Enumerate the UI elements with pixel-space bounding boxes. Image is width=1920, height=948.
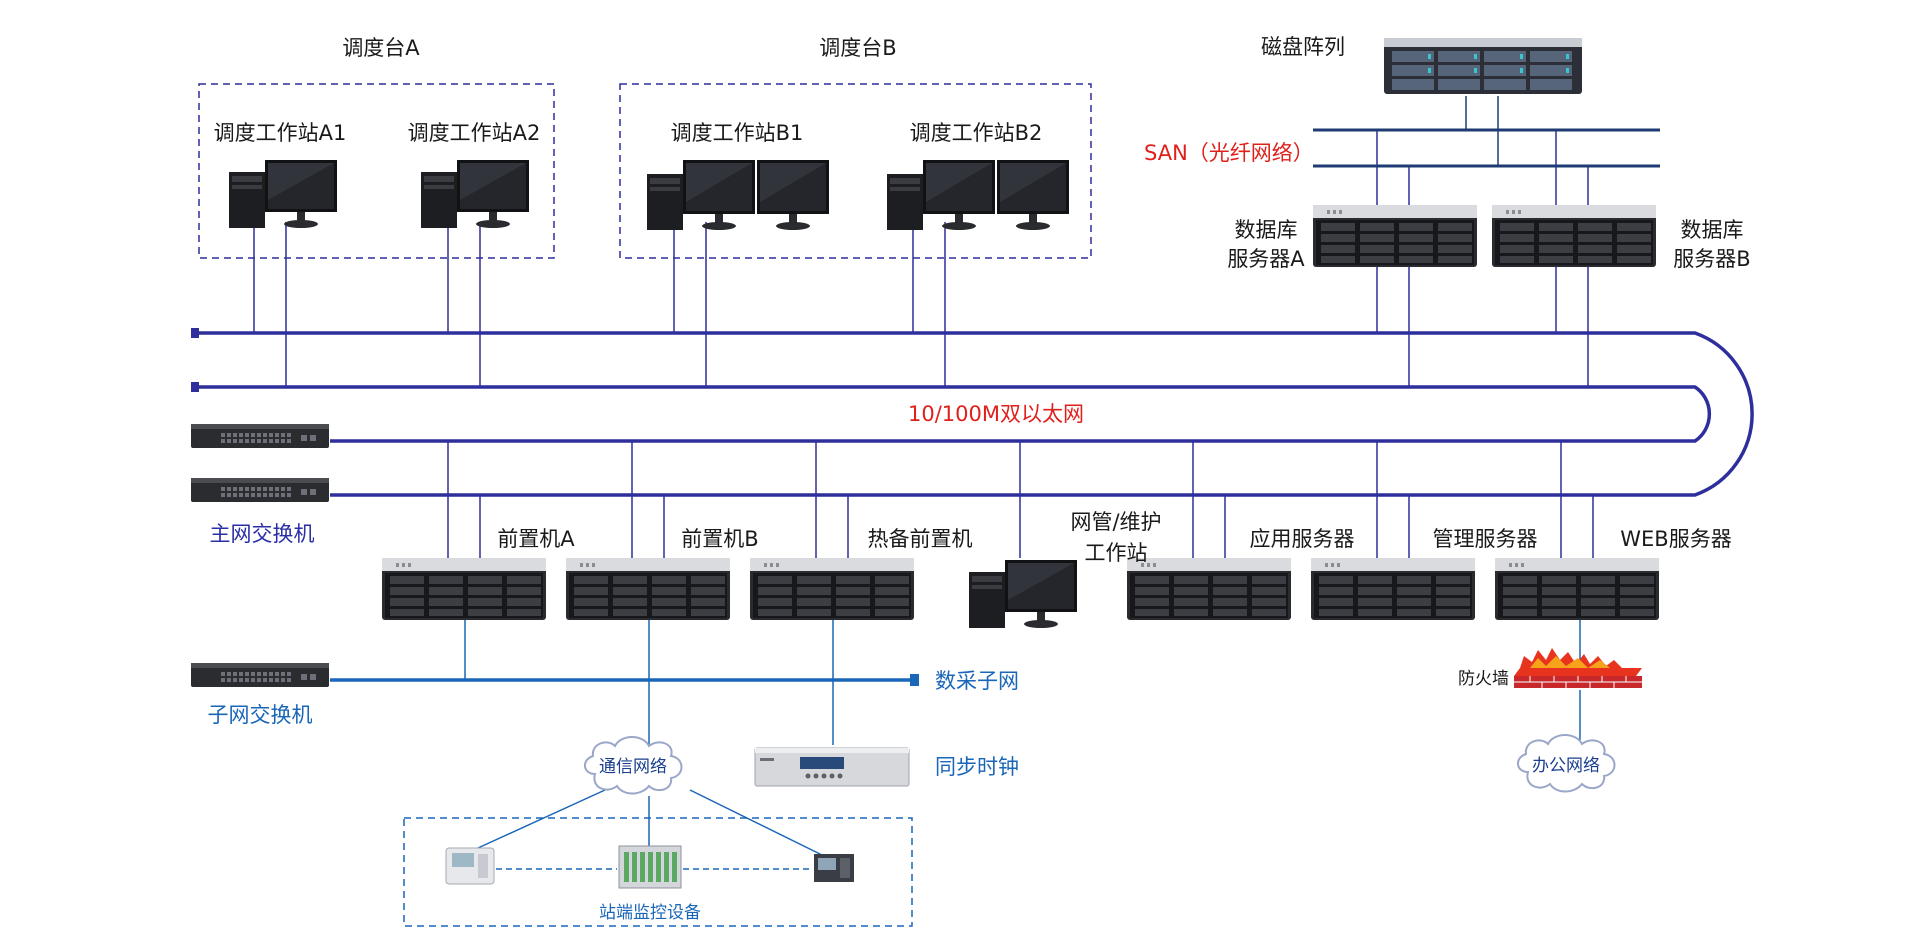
workstation-b1-icon (647, 160, 829, 230)
db-server-b-label-2: 服务器B (1673, 247, 1750, 271)
data-acquisition-subnet (330, 620, 1581, 870)
application-server-label: 应用服务器 (1250, 527, 1355, 551)
console-a-label: 调度台A (342, 36, 420, 60)
web-server-label: WEB服务器 (1620, 527, 1731, 551)
nms-label-1: 网管/维护 (1070, 510, 1161, 534)
station-relay-device-icon (445, 847, 495, 885)
workstation-a2-label: 调度工作站A2 (408, 121, 541, 145)
disk-array-label: 磁盘阵列 (1261, 35, 1345, 59)
workstation-a1-icon (229, 160, 337, 228)
san-label: SAN（光纤网络） (1144, 141, 1314, 165)
sub-switch-label: 子网交换机 (208, 703, 313, 727)
workstation-a1-label: 调度工作站A1 (214, 121, 347, 145)
data-subnet-label: 数采子网 (935, 669, 1019, 693)
sync-clock-icon (754, 747, 910, 787)
ethernet-label: 10/100M双以太网 (908, 402, 1084, 426)
disk-array-icon (1384, 38, 1582, 94)
workstation-b1-label: 调度工作站B1 (671, 121, 804, 145)
hot-standby-front-end-icon (750, 558, 914, 620)
station-devices-box (403, 817, 913, 927)
station-devices-label: 站端监控设备 (599, 903, 701, 923)
server-drops (447, 441, 1594, 558)
db-server-a-label-2: 服务器A (1227, 247, 1305, 271)
comm-network-label: 通信网络 (599, 757, 667, 777)
station-rack-device-icon (618, 845, 682, 889)
front-end-a-label: 前置机A (497, 527, 575, 551)
nms-workstation-icon (969, 560, 1077, 628)
station-meter-device-icon (814, 854, 854, 882)
console-b-label: 调度台B (819, 36, 896, 60)
console-b-box (619, 83, 1092, 259)
san-fiber-network (1313, 128, 1660, 168)
dual-ethernet-bus (195, 331, 1754, 497)
main-switch-1-icon (191, 424, 329, 448)
web-server-icon (1495, 558, 1659, 620)
firewall-label: 防火墙 (1458, 669, 1509, 689)
management-server-icon (1311, 558, 1475, 620)
disk-array-links (1465, 96, 1499, 166)
management-server-label: 管理服务器 (1433, 527, 1538, 551)
subnet-end (910, 674, 919, 686)
front-end-a-icon (382, 558, 546, 620)
workstation-a2-icon (421, 160, 529, 228)
sync-clock-label: 同步时钟 (935, 755, 1019, 779)
db-server-a-icon (1313, 205, 1477, 267)
db-server-b-icon (1492, 205, 1656, 267)
workstation-drops (253, 130, 1589, 387)
front-end-b-label: 前置机B (681, 527, 758, 551)
office-network-label: 办公网络 (1532, 756, 1600, 776)
sub-switch-icon (191, 663, 329, 687)
workstation-b2-icon (887, 160, 1069, 230)
db-server-a-label-1: 数据库 (1235, 218, 1298, 242)
front-end-b-icon (566, 558, 730, 620)
db-server-b-label-1: 数据库 (1681, 218, 1744, 242)
main-switch-label: 主网交换机 (210, 522, 315, 546)
hot-standby-label: 热备前置机 (868, 527, 973, 551)
bus-end-2 (191, 382, 199, 392)
main-switch-2-icon (191, 478, 329, 502)
nms-label-2: 工作站 (1085, 541, 1148, 565)
firewall-icon (1514, 648, 1642, 688)
bus-end-1 (191, 328, 199, 338)
workstation-b2-label: 调度工作站B2 (910, 121, 1043, 145)
application-server-icon (1127, 558, 1291, 620)
